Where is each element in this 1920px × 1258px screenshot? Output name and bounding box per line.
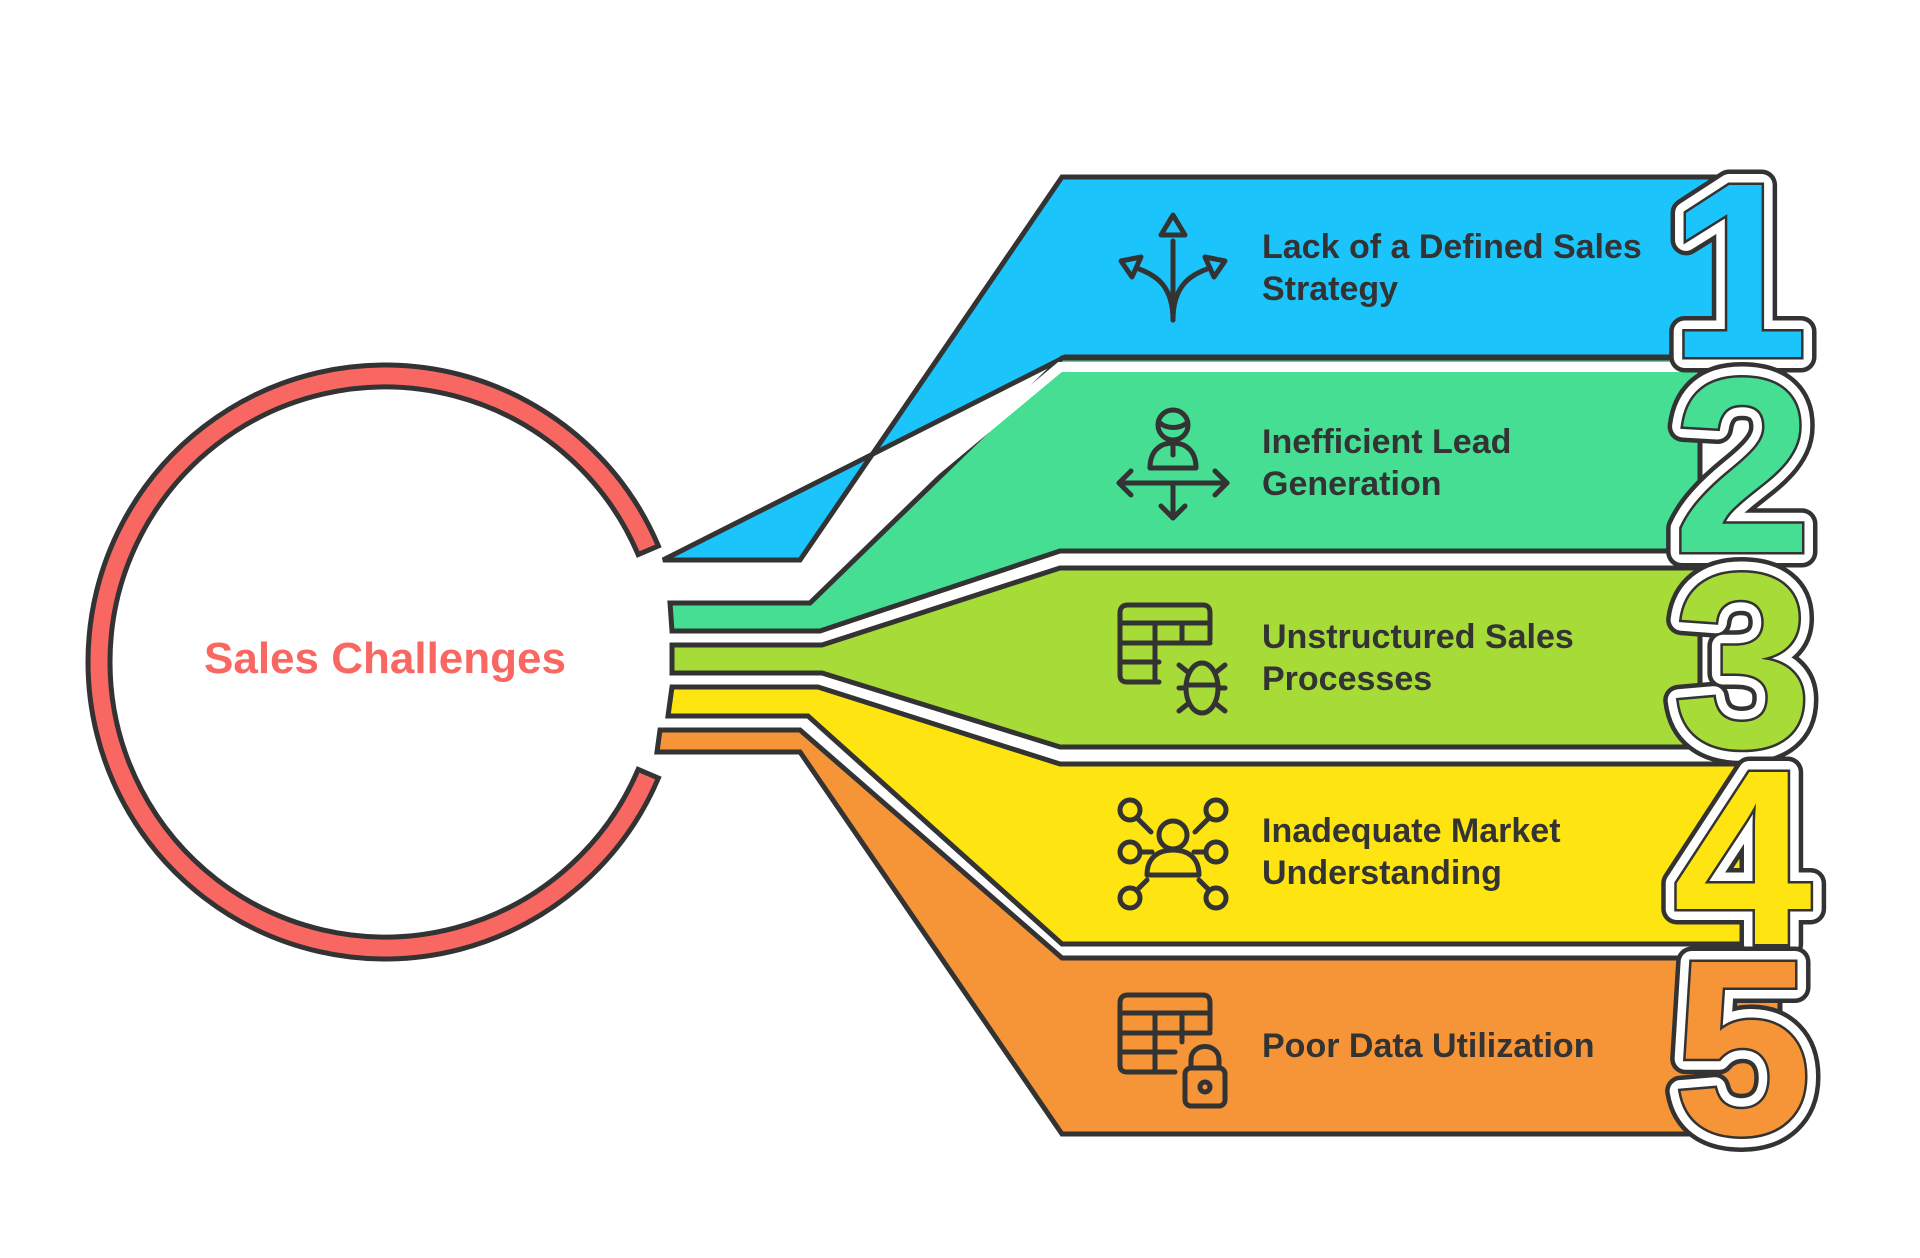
table-bug-icon bbox=[1117, 602, 1228, 716]
number-1-halo: 1 bbox=[1669, 131, 1808, 410]
number-1-outline: 1 bbox=[1669, 131, 1808, 410]
number-5-halo: 5 bbox=[1673, 908, 1812, 1187]
separator-1-2 bbox=[660, 362, 1760, 586]
diverging-arrows-icon bbox=[1118, 212, 1228, 323]
band-separators bbox=[660, 362, 1760, 586]
number-2-halo: 2 bbox=[1673, 326, 1812, 605]
icon-2 bbox=[1116, 407, 1230, 521]
item-2-label-line-2: Generation bbox=[1262, 465, 1441, 503]
person-directions-icon bbox=[1116, 407, 1230, 521]
band-4[interactable] bbox=[665, 684, 1763, 947]
number-2: 2 bbox=[1673, 326, 1812, 605]
icon-5 bbox=[1117, 992, 1228, 1109]
item-1-label-line-2: Strategy bbox=[1262, 270, 1398, 308]
center-title: Sales Challenges bbox=[204, 634, 566, 683]
table-lock-icon bbox=[1117, 992, 1228, 1109]
band-5-shape bbox=[654, 727, 1783, 1137]
icon-4 bbox=[1117, 797, 1229, 911]
band-5[interactable] bbox=[654, 727, 1783, 1137]
item-1-label-line-1: Lack of a Defined Sales bbox=[1262, 228, 1642, 266]
item-5-label: Poor Data Utilization bbox=[1262, 1027, 1594, 1065]
band-2[interactable] bbox=[667, 355, 1703, 634]
item-3-label: Unstructured Sales Processes bbox=[1262, 618, 1574, 698]
number-1: 1 bbox=[1669, 131, 1808, 410]
center-ring bbox=[85, 362, 662, 962]
number-3-halo: 3 bbox=[1673, 521, 1812, 800]
number-2-outline: 2 bbox=[1673, 326, 1812, 605]
bands bbox=[654, 174, 1783, 1137]
item-5-label-line-1: Poor Data Utilization bbox=[1262, 1027, 1594, 1065]
number-3: 3 bbox=[1673, 521, 1812, 800]
item-4-label-line-2: Understanding bbox=[1262, 854, 1502, 892]
item-2-label: Inefficient Lead Generation bbox=[1262, 423, 1511, 503]
icon-1 bbox=[1118, 212, 1228, 323]
number-4: 4 bbox=[1673, 718, 1812, 997]
item-3-label-line-2: Processes bbox=[1262, 660, 1432, 698]
center-ring-arc bbox=[85, 362, 662, 962]
number-4-halo: 4 bbox=[1673, 718, 1812, 997]
number-3-outline: 3 bbox=[1673, 521, 1812, 800]
band-3[interactable] bbox=[669, 565, 1703, 750]
number-5: 5 bbox=[1673, 908, 1812, 1187]
item-1-label: Lack of a Defined Sales Strategy bbox=[1262, 228, 1642, 308]
icon-3 bbox=[1117, 602, 1228, 716]
item-4-label-line-1: Inadequate Market bbox=[1262, 812, 1561, 850]
person-network-icon bbox=[1117, 797, 1229, 911]
item-3-label-line-1: Unstructured Sales bbox=[1262, 618, 1574, 656]
band-2-shape bbox=[667, 355, 1703, 634]
number-4-outline: 4 bbox=[1673, 718, 1812, 997]
item-4-label: Inadequate Market Understanding bbox=[1262, 812, 1561, 892]
band-3-shape bbox=[669, 565, 1703, 750]
band-4-shape bbox=[665, 684, 1763, 947]
item-2-label-line-1: Inefficient Lead bbox=[1262, 423, 1511, 461]
number-5-outline: 5 bbox=[1673, 908, 1812, 1187]
